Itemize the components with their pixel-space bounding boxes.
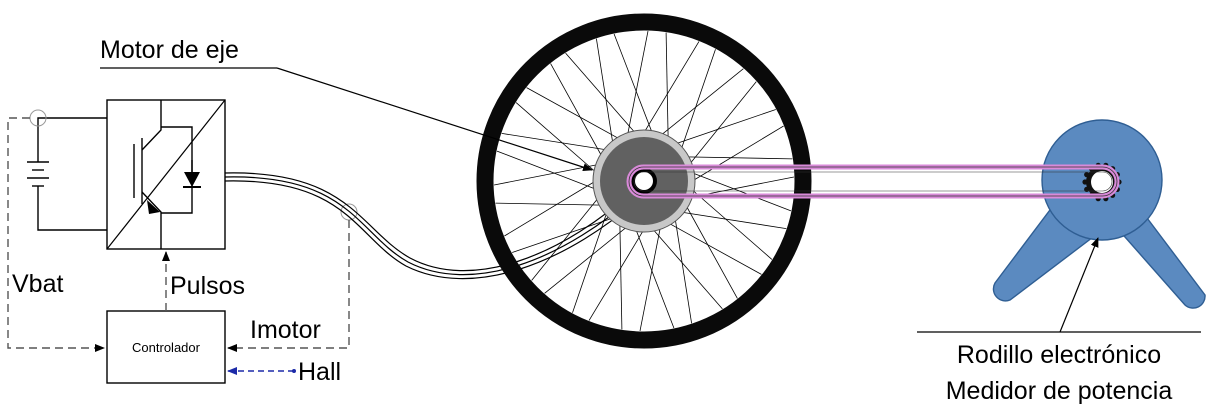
roller-stand (993, 120, 1205, 308)
roller-hole (1091, 171, 1113, 193)
imotor-label: Imotor (250, 316, 321, 344)
gear-tooth (1082, 179, 1087, 184)
spoke (663, 110, 776, 149)
controller-label: Controlador (132, 340, 201, 355)
spoke (502, 133, 620, 152)
spoke (512, 214, 625, 253)
hall-label: Hall (298, 358, 341, 386)
vbat-signal (8, 118, 104, 348)
vbat-label: Vbat (12, 270, 63, 298)
spoke (680, 194, 738, 298)
motor-leader (277, 68, 592, 170)
roller-label: Rodillo electrónico (957, 341, 1161, 369)
spoke (614, 34, 657, 145)
motor-label: Motor de eje (100, 36, 239, 64)
inverter (107, 100, 225, 249)
spoke (682, 181, 772, 259)
spoke (657, 217, 761, 275)
spoke (651, 69, 744, 144)
hall-dot (292, 369, 296, 373)
spoke (596, 39, 615, 157)
spoke (681, 82, 756, 175)
spoke (644, 219, 722, 309)
axle-ring (635, 172, 653, 190)
pulsos-label: Pulsos (170, 272, 245, 300)
spoke (573, 200, 612, 313)
motor-cable (225, 173, 650, 279)
spoke (566, 53, 644, 143)
spoke (677, 49, 716, 162)
spoke (527, 88, 631, 146)
power-meter-label: Medidor de potencia (946, 377, 1173, 405)
spoke (673, 205, 692, 323)
spoke (680, 168, 791, 211)
belt-edge-inner (634, 172, 1112, 191)
gear-tooth (1084, 172, 1089, 177)
spoke (668, 210, 786, 229)
spoke (631, 217, 674, 328)
spoke (551, 64, 609, 168)
wheel (485, 22, 803, 340)
spoke (532, 188, 607, 281)
battery (27, 118, 107, 230)
spoke (516, 103, 606, 181)
